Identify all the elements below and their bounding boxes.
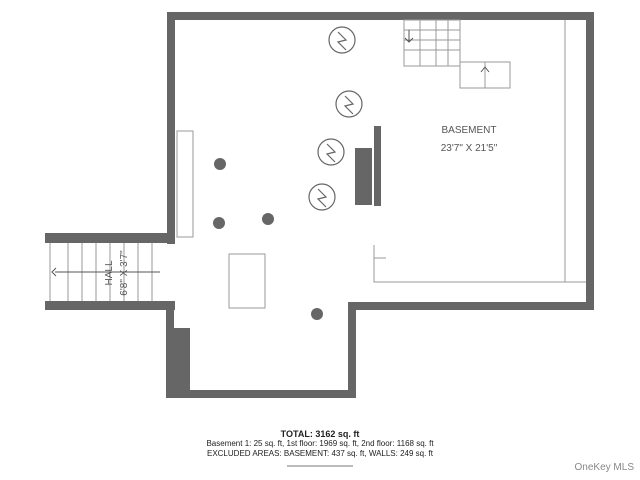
area-summary: TOTAL: 3162 sq. ft Basement 1: 25 sq. ft… [0, 429, 640, 467]
room-name-hall: HALL [104, 260, 115, 285]
watermark-brand: OneKey MLS [574, 462, 634, 473]
room-dimensions-hall: 6'8" X 3'7" [119, 250, 130, 296]
lights [213, 158, 323, 320]
disclaimer-text [287, 465, 353, 467]
fixtures [49, 19, 586, 309]
room-dimensions-basement: 23'7" X 21'5" [441, 143, 498, 154]
area-breakdown: Basement 1: 25 sq. ft, 1st floor: 1969 s… [206, 439, 434, 448]
room-name-basement: BASEMENT [441, 125, 496, 136]
vent-icons [308, 26, 363, 211]
total-area: TOTAL: 3162 sq. ft [280, 429, 360, 439]
excluded-areas: EXCLUDED AREAS: BASEMENT: 437 sq. ft, WA… [206, 449, 433, 458]
walls [45, 12, 594, 398]
